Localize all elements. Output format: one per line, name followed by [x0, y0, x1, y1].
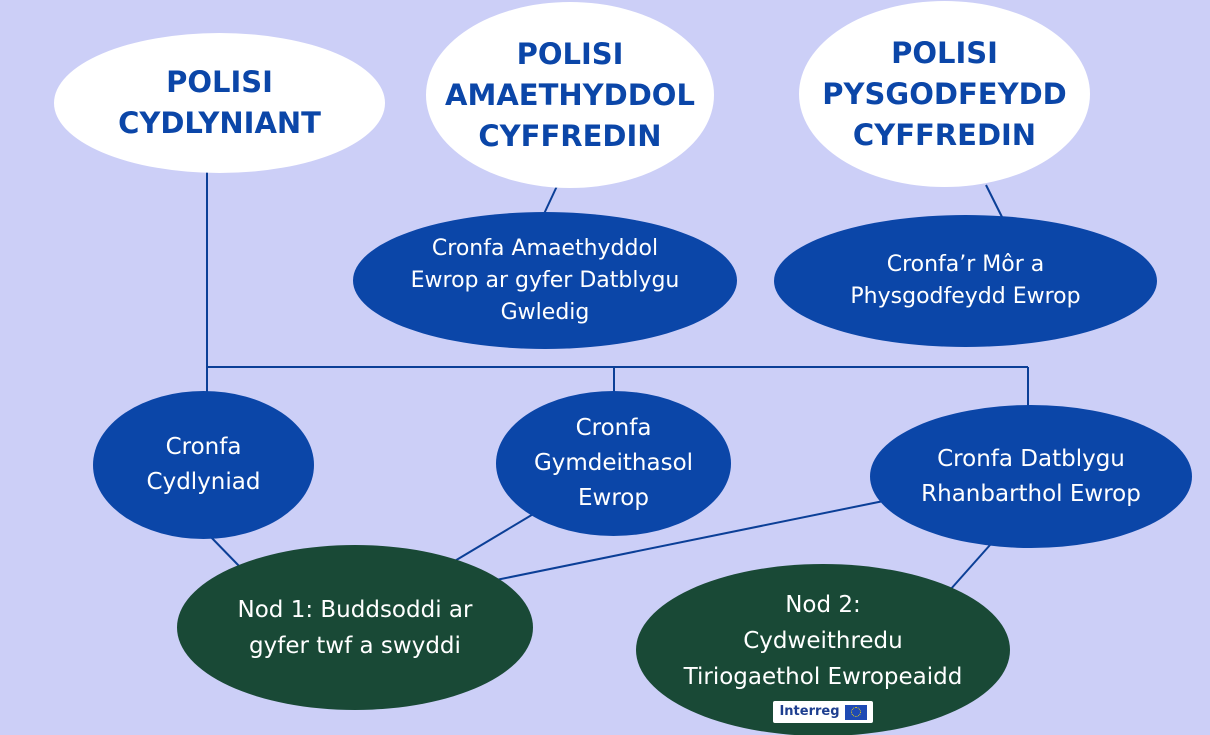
fund-social: Cronfa Gymdeithasol Ewrop: [496, 391, 731, 536]
fund-cohesion-label: Cronfa Cydlyniad: [146, 434, 261, 495]
goal-1: Nod 1: Buddsoddi ar gyfer twf a swyddi: [177, 545, 533, 710]
policy-fisheries-label: POLISI PYSGODFEYDD CYFFREDIN: [822, 35, 1067, 152]
fund-agricultural-label: Cronfa Amaethyddol Ewrop ar gyfer Datbly…: [410, 235, 680, 325]
interreg-logo-text: Interreg: [779, 704, 840, 719]
connector-agriculture: [542, 185, 558, 217]
connector-social-to-goal1: [447, 512, 536, 566]
policy-cohesion-label: POLISI CYDLYNIANT: [118, 65, 321, 140]
eu-flag-icon: [844, 704, 867, 720]
fund-social-label: Cronfa Gymdeithasol Ewrop: [533, 415, 694, 511]
fund-regional-label: Cronfa Datblygu Rhanbarthol Ewrop: [921, 445, 1141, 507]
fund-maritime: Cronfa’r Môr a Physgodfeydd Ewrop: [774, 215, 1157, 347]
goal-1-label: Nod 1: Buddsoddi ar gyfer twf a swyddi: [237, 596, 473, 659]
goal-2-label: Nod 2: Cydweithredu Tiriogaethol Ewropea…: [683, 592, 963, 690]
policy-agriculture-label: POLISI AMAETHYDDOL CYFFREDIN: [445, 36, 695, 153]
fund-regional: Cronfa Datblygu Rhanbarthol Ewrop: [870, 405, 1192, 548]
fund-cohesion: Cronfa Cydlyniad: [93, 391, 314, 539]
goal-2: Nod 2: Cydweithredu Tiriogaethol Ewropea…: [636, 564, 1010, 735]
fund-agricultural: Cronfa Amaethyddol Ewrop ar gyfer Datbly…: [353, 212, 737, 349]
connector-regional-to-goal2: [949, 544, 991, 591]
interreg-logo: Interreg: [773, 701, 873, 723]
fund-maritime-label: Cronfa’r Môr a Physgodfeydd Ewrop: [850, 252, 1081, 309]
connector-cohesion-to-goal1: [206, 532, 242, 569]
policy-fisheries: POLISI PYSGODFEYDD CYFFREDIN: [799, 1, 1090, 187]
connector-fisheries: [985, 184, 1005, 222]
policy-cohesion: POLISI CYDLYNIANT: [54, 33, 385, 173]
connector-regional-to-goal1: [495, 495, 909, 581]
policy-agriculture: POLISI AMAETHYDDOL CYFFREDIN: [426, 2, 714, 188]
